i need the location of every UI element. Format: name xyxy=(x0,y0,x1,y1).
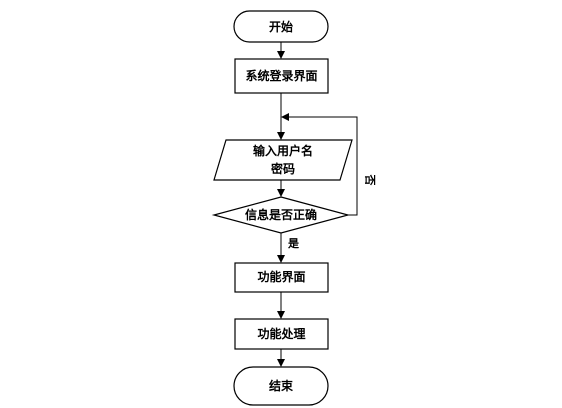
login-screen-box xyxy=(234,58,329,94)
start-label: 开始 xyxy=(268,20,293,34)
end-label: 结束 xyxy=(268,379,293,393)
no-loop-line xyxy=(281,113,358,216)
function-screen-label: 功能界面 xyxy=(257,270,306,284)
input-label-line2: 密码 xyxy=(270,162,295,176)
function-process-box xyxy=(234,318,329,350)
decision-label: 信息是否正确 xyxy=(244,208,317,222)
login-screen-label: 系统登录界面 xyxy=(245,69,318,83)
input-parallelogram xyxy=(213,139,353,181)
yes-label: 是 xyxy=(288,237,299,250)
end-terminator xyxy=(233,366,329,406)
input-label-line1: 输入用户名 xyxy=(252,144,313,158)
function-process-label: 功能处理 xyxy=(257,327,306,341)
no-label: 否 xyxy=(363,174,377,186)
